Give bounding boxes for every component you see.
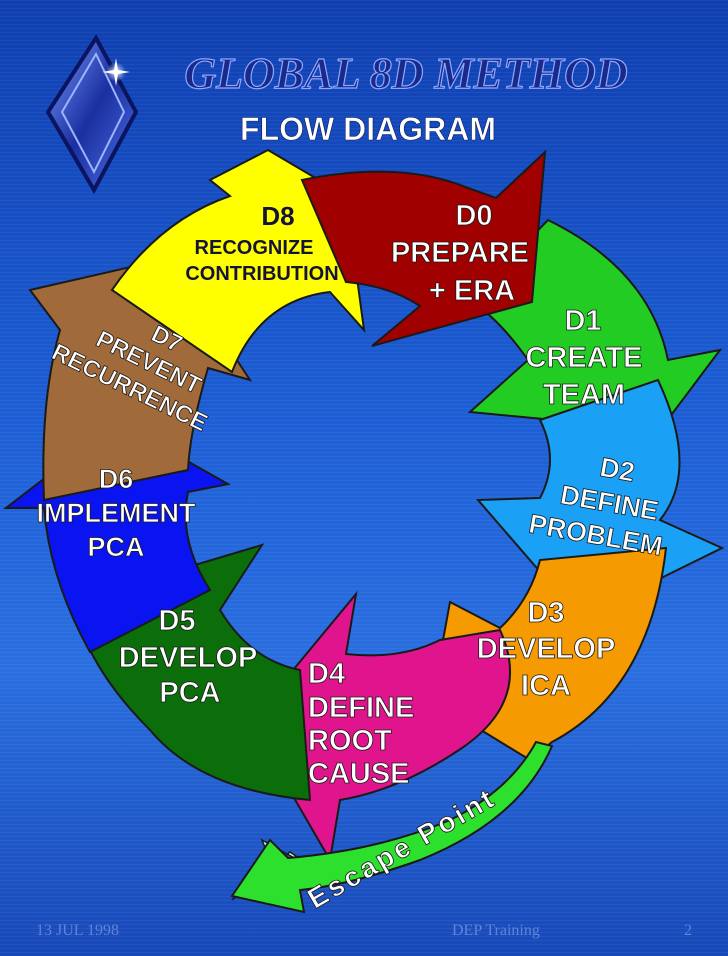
step-d1-name: CREATE: [525, 342, 642, 374]
step-d3-name: DEVELOP: [477, 633, 616, 665]
footer-page-number: 2: [684, 922, 692, 939]
step-d5-code: D5: [158, 605, 195, 637]
slide-title: GLOBAL 8D METHOD: [184, 49, 627, 98]
step-d0-detail: + ERA: [429, 275, 515, 307]
step-d4-shape: [248, 590, 512, 863]
step-d4-detail: ROOT: [308, 725, 392, 757]
step-d0-name: PREPARE: [391, 237, 529, 269]
step-d6-name: IMPLEMENT: [37, 498, 197, 528]
slide-subtitle: FLOW DIAGRAM: [240, 111, 496, 147]
step-d8-detail: CONTRIBUTION: [185, 263, 338, 285]
step-d0-arrow: [300, 149, 547, 347]
step-d5-detail: PCA: [159, 677, 220, 709]
footer-date: 13 JUL 1998: [36, 922, 119, 939]
step-d1-detail: TEAM: [543, 379, 625, 411]
escape-point-shape: [230, 740, 554, 914]
step-d5-name: DEVELOP: [119, 642, 258, 674]
step-d0-shape: [300, 149, 547, 347]
step-d3-code: D3: [527, 597, 564, 629]
step-d0-code: D0: [455, 200, 492, 232]
diamond-logo-icon: [45, 34, 139, 195]
step-d4-arrow: [248, 590, 512, 863]
step-d3-detail: ICA: [521, 670, 571, 702]
step-d2-code: D2: [598, 452, 637, 488]
footer-center-text: DEP Training: [452, 922, 540, 939]
step-d8-arrow: [110, 148, 366, 374]
step-d1-code: D1: [564, 305, 601, 337]
step-d6-code: D6: [99, 464, 134, 494]
step-d4-extra: CAUSE: [308, 758, 410, 790]
step-d4-name: DEFINE: [308, 692, 414, 724]
step-d8-code: D8: [261, 201, 294, 231]
step-d8-name: RECOGNIZE: [195, 237, 314, 259]
escape-point-arrow: [230, 740, 554, 914]
step-d8-shape: [110, 148, 366, 374]
step-d4-code: D4: [308, 658, 345, 690]
step-d6-detail: PCA: [87, 532, 144, 562]
